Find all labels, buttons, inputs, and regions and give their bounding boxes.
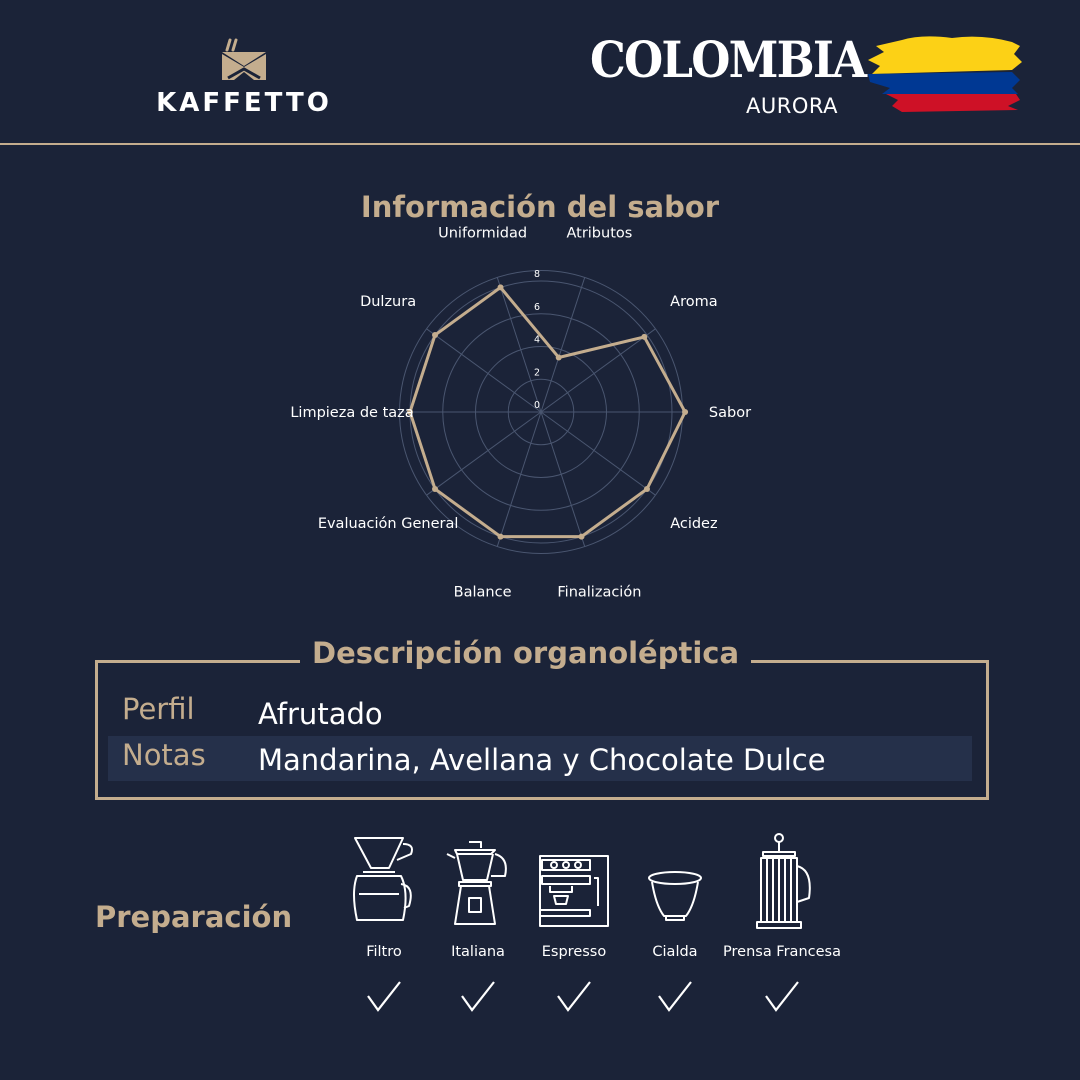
radar-axis-label: Balance bbox=[454, 585, 512, 601]
radar-axis-label: Acidez bbox=[670, 516, 717, 532]
description-title: Descripción organoléptica bbox=[300, 636, 752, 670]
radar-axis-label: Evaluación General bbox=[318, 516, 459, 532]
radar-axis-label: Aroma bbox=[670, 294, 717, 310]
check-icon bbox=[557, 981, 591, 1012]
method-cialda: Cialda bbox=[615, 832, 735, 1012]
method-label: Prensa Francesa bbox=[723, 944, 841, 960]
radar-point bbox=[497, 284, 504, 291]
radar-tick-label: 2 bbox=[534, 367, 540, 378]
method-label: Filtro bbox=[366, 944, 402, 960]
pour-over-icon bbox=[353, 837, 413, 921]
moka-pot-icon bbox=[446, 841, 507, 925]
method-label: Espresso bbox=[541, 944, 607, 960]
radar-axis-label: Limpieza de taza bbox=[290, 405, 413, 421]
method-italiana: Italiana bbox=[418, 832, 538, 1012]
profile-value: Afrutado bbox=[258, 697, 383, 731]
radar-spoke bbox=[540, 411, 656, 496]
espresso-machine-icon bbox=[539, 855, 609, 927]
radar-spoke bbox=[426, 328, 542, 413]
radar-axis-label: Uniformidad bbox=[438, 225, 527, 241]
radar-axis-label: Sabor bbox=[709, 405, 751, 421]
check-icon bbox=[461, 981, 495, 1012]
check-icon bbox=[658, 981, 692, 1012]
radar-spoke bbox=[426, 411, 542, 496]
radar-point bbox=[407, 409, 413, 415]
capsule-icon bbox=[648, 871, 702, 921]
radar-tick-label: 6 bbox=[534, 302, 540, 313]
notes-label: Notas bbox=[122, 738, 206, 772]
radar-axis-label: Finalización bbox=[557, 585, 641, 601]
preparation-title: Preparación bbox=[95, 900, 293, 934]
radar-spoke bbox=[496, 277, 542, 413]
radar-point bbox=[432, 485, 439, 492]
variety-subtitle: AURORA bbox=[746, 94, 838, 118]
method-prensa-francesa: Prensa Francesa bbox=[722, 832, 842, 1012]
radar-point bbox=[497, 533, 504, 540]
radar-point bbox=[432, 332, 439, 339]
radar-tick-label: 4 bbox=[534, 335, 540, 346]
radar-axis-label: Atributos bbox=[566, 225, 632, 241]
profile-label: Perfil bbox=[122, 692, 195, 726]
origin-title: COLOMBIA bbox=[590, 30, 867, 89]
method-label: Italiana bbox=[451, 944, 505, 960]
radar-spoke bbox=[540, 277, 586, 413]
radar-spoke bbox=[540, 411, 586, 547]
radar-tick-labels: 0 2 4 6 8 bbox=[534, 269, 540, 411]
notes-row-band bbox=[108, 736, 972, 781]
check-icon bbox=[765, 981, 799, 1012]
brand-name: KAFFETTO bbox=[156, 88, 332, 118]
radar-point bbox=[682, 409, 689, 415]
method-label: Cialda bbox=[652, 944, 698, 960]
header-divider bbox=[0, 143, 1080, 145]
radar-point bbox=[641, 333, 648, 340]
radar-point bbox=[578, 533, 585, 540]
notes-value: Mandarina, Avellana y Chocolate Dulce bbox=[258, 743, 826, 777]
french-press-icon bbox=[756, 833, 811, 929]
check-icon bbox=[367, 981, 401, 1012]
radar-spoke bbox=[540, 328, 656, 413]
radar-grid bbox=[399, 270, 683, 554]
colombia-flag-icon bbox=[868, 36, 1022, 112]
method-espresso: Espresso bbox=[514, 832, 634, 1012]
radar-point bbox=[555, 354, 562, 361]
method-filtro: Filtro bbox=[324, 832, 444, 1012]
radar-point bbox=[643, 485, 650, 492]
radar-tick-label: 8 bbox=[534, 269, 540, 280]
flavor-section-title: Información del sabor bbox=[360, 190, 720, 224]
radar-axis-label: Dulzura bbox=[360, 294, 416, 310]
radar-spoke bbox=[496, 411, 542, 547]
radar-series bbox=[407, 284, 689, 540]
kaffetto-logo-icon bbox=[222, 38, 266, 80]
radar-tick-label: 0 bbox=[534, 400, 540, 411]
